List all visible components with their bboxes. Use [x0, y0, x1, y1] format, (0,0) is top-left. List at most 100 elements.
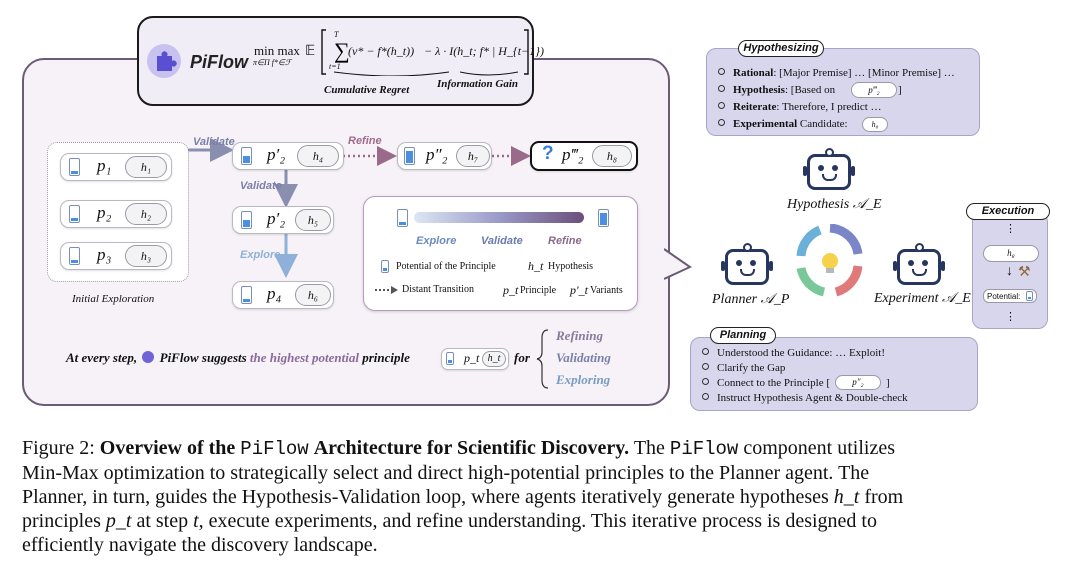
flow-cell-unknown: ? p‴₂ h₈	[530, 141, 638, 171]
initial-row-3: p₃ h₃	[60, 242, 172, 270]
legend-variants: Variants	[590, 285, 623, 296]
gain-label: Information Gain	[437, 78, 518, 90]
flow-cell-validate: p′₂ h₅	[232, 206, 334, 234]
cell-p: p₄	[267, 284, 282, 303]
hyp-item-2-pill: p‴₂	[851, 82, 897, 98]
battery-full-icon	[598, 209, 609, 227]
cell-h: h₇	[456, 145, 490, 167]
bottom-h: h_t	[482, 351, 506, 367]
plan-item-4: Instruct Hypothesis Agent & Double-check	[702, 391, 908, 406]
legend-hyp: Hypothesis	[548, 261, 593, 272]
execution-panel	[972, 212, 1048, 329]
cell-p: p′₂	[267, 145, 286, 164]
caption-line-5: efficiently navigate the discovery lands…	[22, 534, 378, 556]
initial-row-1: p₁ h₁	[60, 153, 172, 181]
battery-icon	[1026, 291, 1033, 301]
bottom-brand: PiFlow suggests	[159, 350, 247, 365]
brace-icon	[536, 329, 549, 389]
exec-h-pill: h₈	[983, 245, 1039, 262]
bottom-highlight: the highest potential	[249, 350, 359, 365]
hypothesis-agent-label: Hypothesis 𝒜_E	[787, 197, 882, 212]
bottom-p: p_t	[464, 351, 480, 365]
experiment-agent-label: Experiment 𝒜_E	[874, 291, 971, 306]
initial-h: h₁	[125, 156, 167, 178]
hyp-item-1: Rational: [Major Premise] … [Minor Premi…	[718, 66, 955, 81]
bottom-principle: principle	[362, 350, 410, 365]
plan-item-3: Connect to the Principle [	[702, 376, 830, 391]
initial-p: p₃	[97, 245, 112, 264]
exec-dots-top: ⋮	[1005, 223, 1016, 235]
gradient-label-refine: Refine	[548, 235, 582, 247]
battery-icon	[446, 352, 454, 365]
regret-label: Cumulative Regret	[324, 84, 410, 96]
cell-p: p″₂	[426, 145, 448, 164]
initial-h: h₂	[125, 203, 167, 225]
potential-gradient	[414, 212, 584, 223]
option-validating: Validating	[556, 350, 611, 365]
validate-label-2: Validate	[240, 180, 282, 192]
cell-p: p′₂	[267, 209, 286, 228]
dotted-arrow-icon	[375, 286, 398, 294]
initial-h: h₃	[125, 245, 167, 267]
puzzle-small-icon	[142, 351, 155, 363]
gradient-label-explore: Explore	[416, 235, 457, 247]
legend-pv-symbol: p′_t	[570, 283, 588, 297]
hyp-item-2: Hypothesis: [Based on	[718, 83, 835, 98]
frame-pointer	[664, 248, 693, 280]
planning-tab: Planning	[710, 327, 776, 344]
battery-icon	[241, 286, 252, 304]
caption-line-3: Planner, in turn, guides the Hypothesis-…	[22, 486, 904, 508]
initial-label: Initial Exploration	[72, 293, 155, 305]
hyp-item-4: Experimental Candidate:	[718, 117, 848, 132]
gradient-label-validate: Validate	[481, 235, 523, 247]
flow-cell-refine-mid: p″₂ h₇	[397, 142, 492, 170]
lambda-term: − λ · I(h_t; f* | H_{t−1})	[424, 44, 544, 58]
plan-item-1: Understood the Guidance: … Exploit!	[702, 346, 885, 361]
execution-tab: Execution	[966, 203, 1050, 220]
legend-distant: Distant Transition	[402, 284, 474, 295]
battery-icon	[241, 211, 252, 229]
sum-bottom: t=1	[329, 62, 341, 71]
hammer-icon: ⚒	[1018, 265, 1031, 280]
bracket-svg: ∑	[321, 29, 529, 76]
flow-arrows	[188, 138, 531, 278]
puzzle-icon	[147, 44, 181, 78]
planning-panel	[690, 337, 978, 411]
cell-p: p‴₂	[562, 145, 584, 164]
battery-icon	[69, 205, 80, 223]
hyp-item-4-pill: h₈	[862, 117, 888, 132]
svg-text:∑: ∑	[334, 38, 350, 63]
option-exploring: Exploring	[556, 372, 611, 387]
sum-top: T	[334, 30, 339, 39]
minmax-sub: π∈Π f*∈ℱ	[253, 58, 292, 67]
planner-agent-label: Planner 𝒜_P	[712, 292, 790, 307]
exec-potential: Potential:	[983, 289, 1037, 303]
explore-label: Explore	[240, 249, 281, 261]
legend-potential: Potential of the Principle	[396, 261, 496, 272]
cell-h: h₅	[295, 209, 331, 231]
caption-line-4: principles p_t at step t, execute experi…	[22, 510, 877, 532]
bottom-prefix: At every step,	[66, 350, 138, 365]
legend-principle: Principle	[520, 285, 557, 296]
cell-h: h₆	[295, 284, 331, 306]
exec-dots-bottom: ⋮	[1005, 311, 1016, 323]
piflow-brand: PiFlow	[190, 52, 248, 72]
flow-cell-explore: p₄ h₆	[232, 281, 334, 309]
caption-line-1: Figure 2: Overview of the PiFlow Archite…	[22, 437, 895, 460]
battery-icon	[69, 247, 80, 265]
formula-box	[137, 16, 534, 106]
battery-low-icon	[397, 209, 408, 227]
hypothesizing-panel	[706, 48, 980, 136]
plan-item-3-pill: p″₂	[835, 375, 881, 390]
down-arrow-icon: ↓	[1006, 264, 1013, 279]
sum-body: (v* − f*(h_t))	[348, 44, 415, 58]
cell-h: h₈	[592, 145, 632, 167]
question-icon: ?	[542, 143, 554, 164]
battery-icon	[381, 260, 389, 273]
bottom-cell: p_t h_t	[441, 348, 509, 370]
minmax: min max	[254, 43, 300, 58]
battery-icon	[241, 147, 252, 165]
planner-robot-icon	[721, 243, 773, 285]
battery-icon	[404, 147, 415, 165]
initial-p: p₁	[97, 156, 112, 175]
